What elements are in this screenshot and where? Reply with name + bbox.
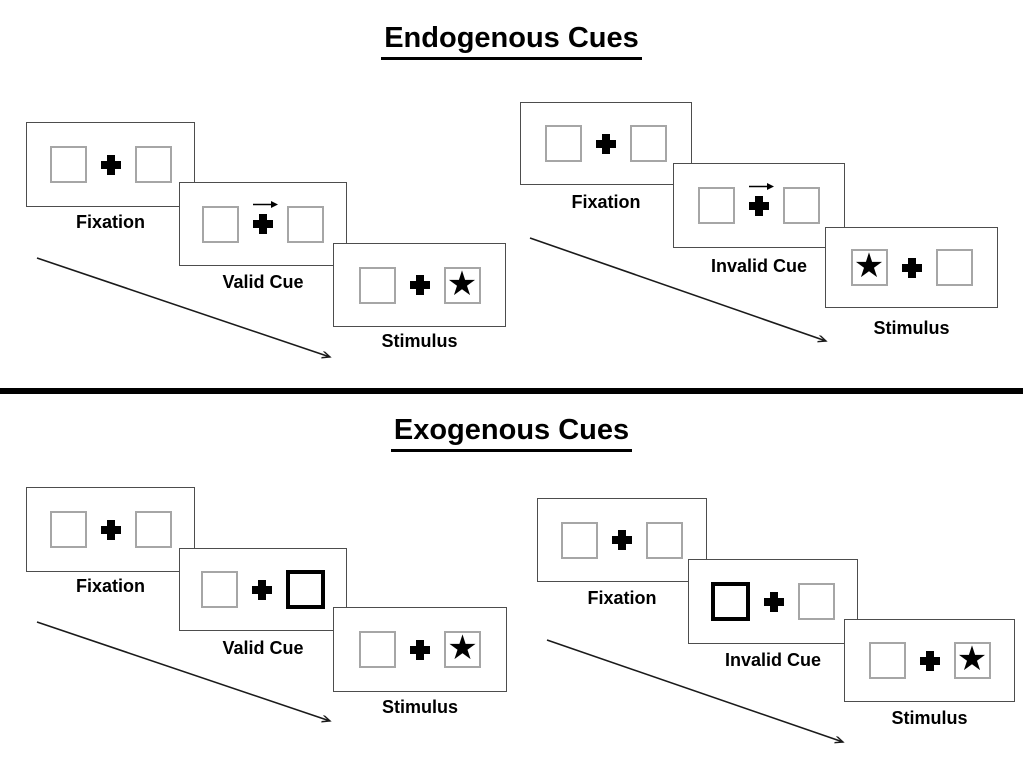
cue-panel [673,163,845,248]
left-placeholder-box [868,642,906,679]
fixation-cross-icon [252,579,272,600]
panel-label: Stimulus [381,331,458,351]
right-placeholder-box [798,583,835,620]
fixation-cross-icon [901,257,922,278]
timeline-arrow-exogenous-valid [36,621,330,721]
left-placeholder-box [358,266,396,304]
target-star-icon: ★ [956,639,988,679]
fixation-cross-icon [764,591,784,612]
right-placeholder-box [935,249,973,286]
left-placeholder-box [202,205,239,243]
cue-arrow-right-icon [749,182,774,190]
left-placeholder-box [561,521,598,559]
target-star-icon: ★ [446,263,478,304]
fixation-cross-icon [409,275,430,295]
right-target-box: ★ [444,631,481,668]
fixation-panel [26,487,195,572]
panel-label: Stimulus [891,708,968,728]
left-placeholder-box [545,125,582,162]
right-placeholder-box [287,205,324,243]
panel-label: Stimulus [381,697,458,717]
timeline-arrow-endogenous-invalid [529,237,826,341]
section-title-endogenous-text: Endogenous Cues [381,22,642,60]
right-target-box: ★ [443,263,481,304]
fixation-cross-icon [749,182,774,216]
panel-label: Fixation [587,588,657,608]
panel-label: Fixation [571,192,641,212]
fixation-panel [520,102,692,185]
left-target-box: ★ [850,246,888,286]
right-placeholder-box [630,125,667,162]
panel-label: Fixation [75,576,145,596]
left-placeholder-box [49,146,87,183]
target-star-icon: ★ [447,628,478,668]
panel-label: Stimulus [873,318,950,338]
right-placeholder-box [134,511,172,548]
fixation-cross-icon [919,650,940,671]
cue-panel [688,559,858,644]
left-placeholder-box [49,511,87,548]
fixation-cross-icon [100,519,121,540]
panel-label: Fixation [75,212,145,232]
cue-highlight-box [711,582,750,621]
panel-label: Invalid Cue [724,650,822,670]
right-placeholder-box [646,521,683,559]
stimulus-panel: ★ [825,227,998,308]
fixation-cross-icon [596,133,616,154]
cue-panel [179,182,347,266]
cue-arrow-right-icon [253,201,278,208]
section-divider [0,388,1023,394]
cue-highlight-box [286,570,325,609]
stimulus-panel: ★ [844,619,1015,702]
section-title-endogenous: Endogenous Cues [0,22,1023,60]
section-title-exogenous: Exogenous Cues [0,414,1023,452]
left-placeholder-box [359,631,396,668]
panel-label: Valid Cue [222,272,304,292]
panel-label: Invalid Cue [710,256,808,276]
cue-panel [179,548,347,631]
fixation-cross-icon [253,201,278,234]
fixation-cross-icon [612,530,632,550]
right-placeholder-box [134,146,172,183]
fixation-cross-icon [100,154,121,175]
stimulus-panel: ★ [333,607,507,692]
left-placeholder-box [201,571,238,608]
stimulus-panel: ★ [333,243,506,327]
section-title-exogenous-text: Exogenous Cues [390,414,633,452]
fixation-cross-icon [410,639,430,660]
fixation-panel [26,122,195,207]
right-target-box: ★ [953,639,991,679]
left-placeholder-box [698,187,735,224]
target-star-icon: ★ [853,246,885,286]
fixation-panel [537,498,707,582]
right-placeholder-box [783,187,820,224]
panel-label: Valid Cue [222,638,304,658]
